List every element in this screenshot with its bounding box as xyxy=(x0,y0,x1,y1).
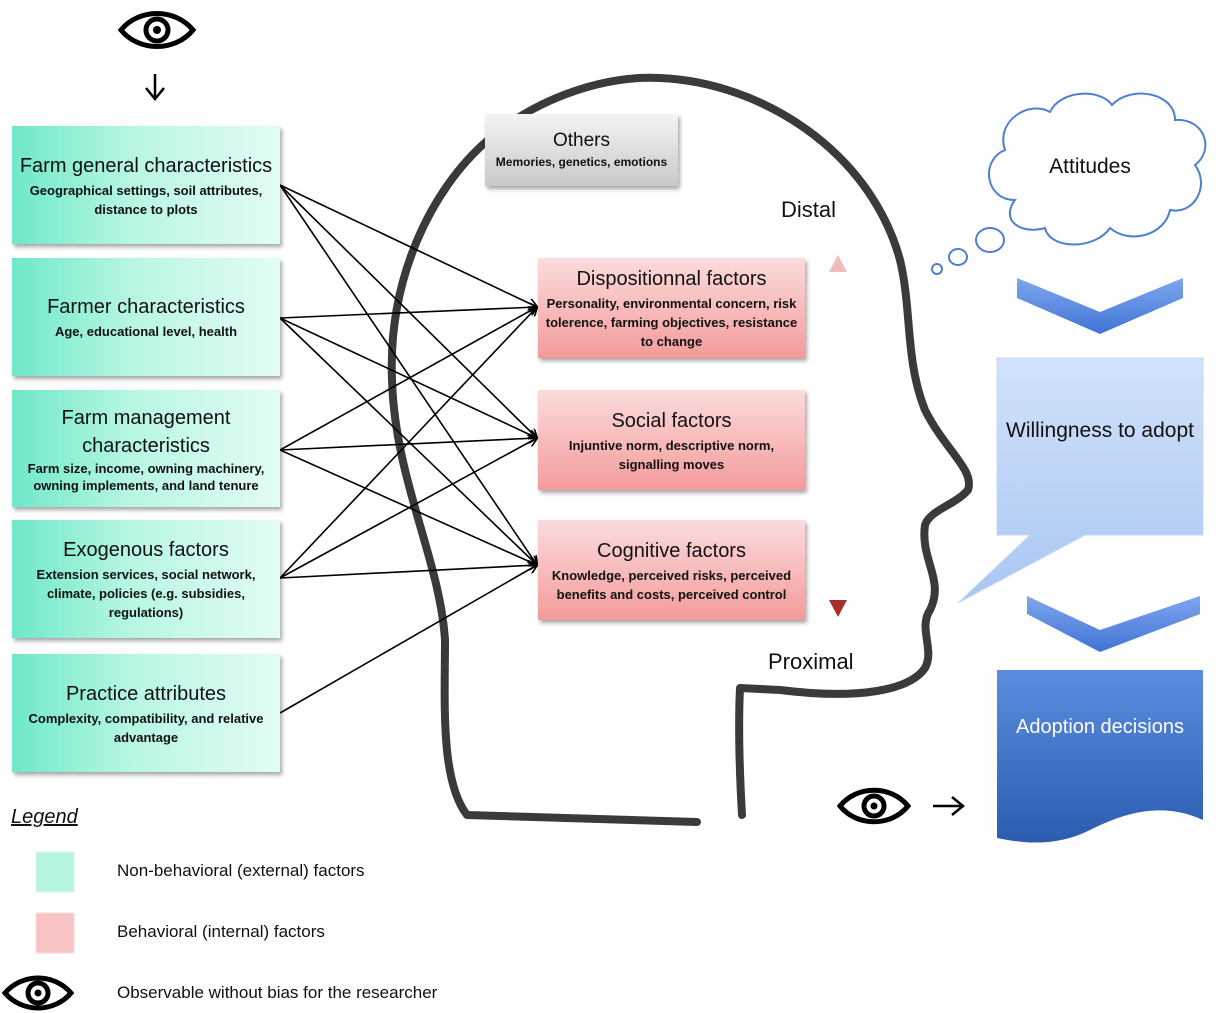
factor-detail: Extension services, social network, clim… xyxy=(36,567,256,620)
attitudes-label: Attitudes xyxy=(1049,155,1131,178)
distal-proximal-arrow xyxy=(829,255,847,617)
factor-title: Dispositionnal factors xyxy=(576,268,767,290)
factor-box-cognitive: Cognitive factors Knowledge, perceived r… xyxy=(538,520,805,620)
proximal-label: Proximal xyxy=(768,649,854,674)
factor-title: Exogenous factors xyxy=(63,539,229,561)
legend-label-internal: Behavioral (internal) factors xyxy=(117,922,325,941)
factor-title: Farm management characteristics xyxy=(61,406,231,457)
factor-title: Farmer characteristics xyxy=(47,296,245,318)
down-arrow-icon xyxy=(145,74,165,101)
factor-box-farm-general: Farm general characteristics Geographica… xyxy=(12,126,280,244)
adoption-document xyxy=(997,670,1203,843)
willingness-label: Willingness to adopt xyxy=(1006,419,1194,442)
legend-swatch-internal xyxy=(35,912,75,954)
factor-detail: Geographical settings, soil attributes, … xyxy=(29,182,263,217)
distal-label: Distal xyxy=(781,197,837,222)
factor-box-farmer: Farmer characteristics Age, educational … xyxy=(12,258,280,376)
factor-box-exogenous: Exogenous factors Extension services, so… xyxy=(12,520,280,638)
eye-icon xyxy=(1,975,75,1011)
factor-detail: Personality, environmental concern, risk… xyxy=(545,296,798,349)
factor-title: Cognitive factors xyxy=(597,539,746,562)
legend-label-observable: Observable without bias for the research… xyxy=(117,983,438,1002)
factor-detail: Knowledge, perceived risks, perceived be… xyxy=(551,567,792,602)
factor-detail: Farm size, income, owning machinery, own… xyxy=(27,460,265,493)
factor-box-social: Social factors Injuntive norm, descripti… xyxy=(538,390,805,490)
factor-box-others: Others Memories, genetics, emotions xyxy=(485,114,678,186)
factor-title: Practice attributes xyxy=(65,682,227,705)
factor-detail: Complexity, compatibility, and relative … xyxy=(28,710,264,745)
chevron-down-icon xyxy=(1027,596,1200,652)
chevron-down-icon xyxy=(1017,278,1183,334)
factor-box-practice: Practice attributes Complexity, compatib… xyxy=(12,654,280,772)
factor-title: Others xyxy=(552,130,611,151)
eye-icon xyxy=(836,787,912,825)
factor-title: Social factors xyxy=(611,409,732,432)
right-arrow-icon xyxy=(933,796,965,816)
factor-detail: Injuntive norm, descriptive norm, signal… xyxy=(568,437,775,472)
legend-swatch-external xyxy=(35,851,75,893)
factor-detail: Age, educational level, health xyxy=(54,324,238,339)
factor-title: Farm general characteristics xyxy=(19,154,273,177)
legend-label-external: Non-behavioral (external) factors xyxy=(117,861,365,880)
eye-icon xyxy=(117,11,197,49)
factor-detail: Memories, genetics, emotions xyxy=(495,155,668,169)
attitudes-thought-cloud xyxy=(931,92,1207,275)
adoption-label: Adoption decisions xyxy=(1016,716,1184,738)
connection-lines xyxy=(279,184,537,714)
willingness-bubble xyxy=(957,357,1204,604)
factor-box-farm-management: Farm management characteristics Farm siz… xyxy=(12,390,280,507)
factor-box-dispositional: Dispositionnal factors Personality, envi… xyxy=(538,258,805,358)
legend-title: Legend xyxy=(11,806,78,828)
head-outline xyxy=(387,73,974,826)
